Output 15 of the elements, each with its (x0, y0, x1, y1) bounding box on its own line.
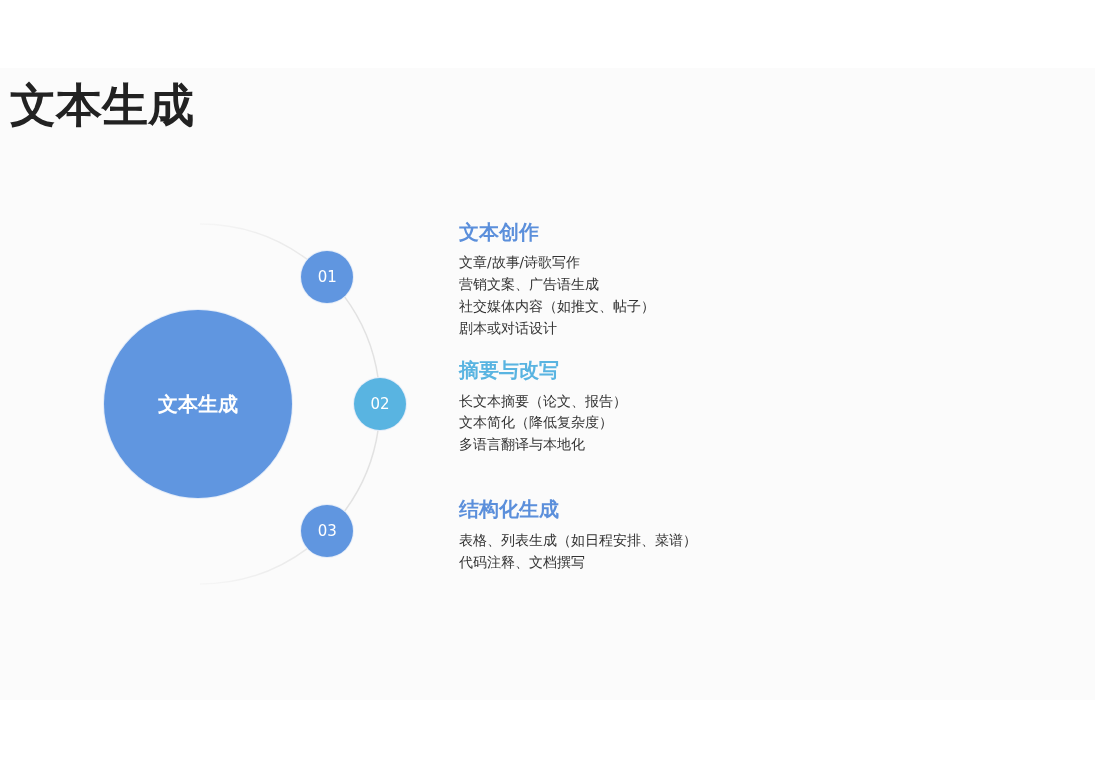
arc-line (343, 295, 379, 379)
list-item: 社交媒体内容（如推文、帖子） (459, 297, 655, 316)
page-title: 文本生成 (10, 77, 194, 133)
list-item: 营销文案、广告语生成 (459, 275, 599, 294)
list-item: 剧本或对话设计 (459, 319, 557, 338)
arc-line (343, 429, 379, 513)
section-heading: 文本创作 (459, 220, 539, 244)
list-item: 长文本摘要（论文、报告） (459, 392, 627, 411)
section-heading: 摘要与改写 (459, 358, 559, 382)
section-heading: 结构化生成 (459, 497, 559, 521)
list-item: 文章/故事/诗歌写作 (459, 253, 581, 272)
list-item: 文本简化（降低复杂度） (459, 413, 613, 432)
list-item: 表格、列表生成（如日程安排、菜谱） (459, 531, 697, 550)
list-item: 代码注释、文档撰写 (459, 553, 585, 572)
list-item: 多语言翻译与本地化 (459, 435, 585, 454)
